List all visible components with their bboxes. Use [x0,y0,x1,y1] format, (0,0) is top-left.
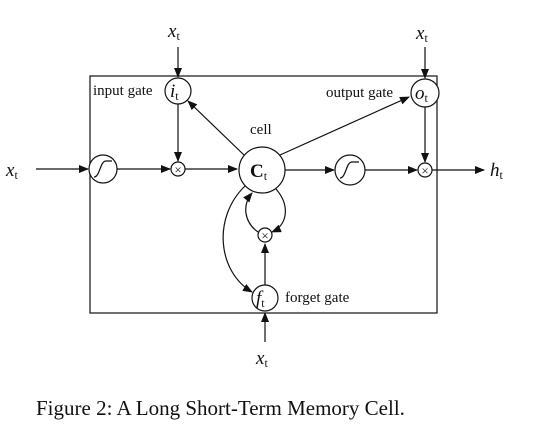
input-x-top: xt [167,21,180,43]
forget-gate-symbol: ft [256,288,265,310]
arrow-cell-to-output-gate [279,96,410,156]
input-multiply-icon: × [174,162,181,177]
forget-multiply-icon: × [261,228,268,243]
sigmoid-icon [339,161,359,179]
sigmoid-icon [93,160,112,178]
output-squash-node [334,154,366,186]
figure-caption: Figure 2: A Long Short-Term Memory Cell. [36,396,405,420]
input-gate-symbol: it [170,81,179,103]
output-gate-label: output gate [326,85,393,101]
lstm-block-border [89,75,438,314]
output-multiply-icon: × [421,163,428,178]
cell-symbol: Ct [250,161,268,183]
arrow-cell-to-forget-gate [222,185,253,293]
input-squash-node [88,154,118,184]
output-h: ht [490,160,504,182]
forget-multiply-node [257,227,273,243]
forget-gate-label: forget gate [285,290,350,306]
input-x-left: xt [5,160,18,182]
output-gate-symbol: ot [415,83,429,105]
arrow-cell-to-forget-mult [271,188,286,233]
output-x-top: xt [415,23,428,45]
input-gate-label: input gate [93,83,153,99]
input-x-bottom: xt [255,348,268,370]
arrow-cell-to-input-gate [187,100,245,156]
cell-label: cell [250,122,272,138]
arrow-forget-mult-to-cell [243,192,259,233]
